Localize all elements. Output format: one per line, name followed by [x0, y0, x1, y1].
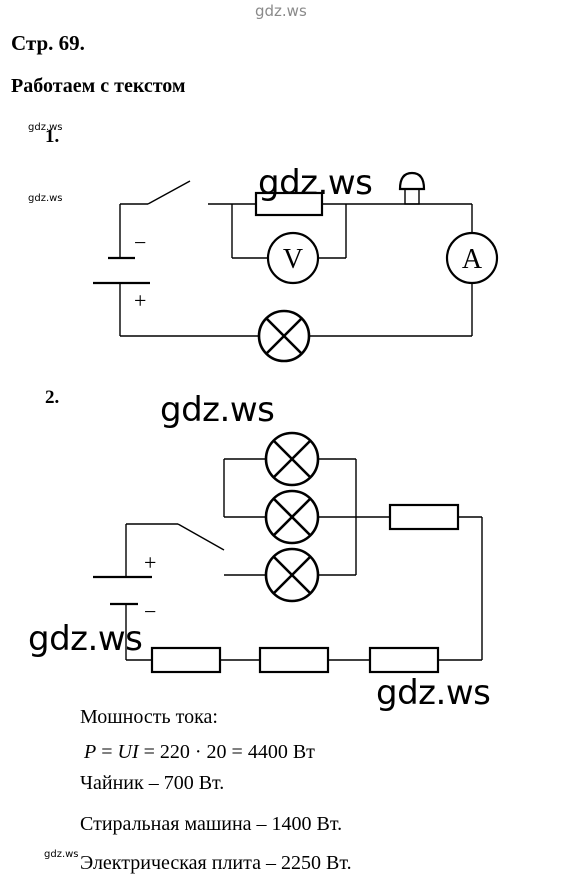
lamp-cross [265, 317, 303, 355]
watermark-big-4: gdz.ws [376, 673, 491, 713]
watermark-small-3: gdz.ws [44, 849, 79, 860]
resistor-2a [388, 503, 460, 531]
battery-plus-2: + [144, 550, 156, 575]
lamp-cross [273, 440, 311, 478]
power-label: Мошность тока: [80, 706, 218, 728]
kettle-answer: Чайник – 700 Вт. [80, 772, 225, 794]
circuit-2: + − [93, 431, 483, 674]
switch-lever-2 [177, 523, 225, 551]
lamp-cross [273, 498, 311, 536]
voltmeter-1 [266, 231, 320, 285]
watermark-big-3: gdz.ws [28, 619, 143, 659]
push-button-base [404, 188, 420, 205]
battery-minus-1: − [134, 230, 146, 255]
power-formula: P = UI = 220 · 20 = 4400 Вт [84, 741, 315, 764]
switch-lever-1 [147, 180, 191, 205]
washer-answer: Стиральная машина – 1400 Вт. [80, 813, 343, 835]
formula-rest: = 220 · 20 = 4400 Вт [138, 741, 315, 763]
voltmeter-label: V [283, 244, 303, 275]
section-heading: Работаем с текстом [11, 75, 186, 97]
lamp-1 [257, 309, 311, 363]
task-1-number: 1. [45, 126, 60, 147]
watermark-big-2: gdz.ws [160, 390, 275, 430]
push-button-cap [398, 171, 426, 191]
watermark-small-1: gdz.ws [28, 122, 63, 133]
watermark-small-2: gdz.ws [28, 193, 63, 204]
lamp-cross [273, 556, 311, 594]
formula-p: P [84, 741, 97, 763]
battery-plus-1: + [134, 288, 146, 313]
watermark-top: gdz.ws [255, 2, 307, 20]
resistor-2d [368, 646, 440, 674]
page-title: Стр. 69. [11, 31, 85, 55]
task-2-number: 2. [45, 387, 60, 408]
battery-minus-2: − [144, 599, 156, 624]
resistor-2b [150, 646, 222, 674]
ammeter-label: A [462, 244, 483, 275]
formula-eq: = [96, 741, 118, 763]
watermark-big-1: gdz.ws [258, 163, 373, 203]
stove-answer: Электрическая плита – 2250 Вт. [80, 852, 352, 874]
resistor-2c [258, 646, 330, 674]
formula-ui: UI [117, 741, 139, 763]
circuit-1: − + V A [93, 171, 499, 363]
